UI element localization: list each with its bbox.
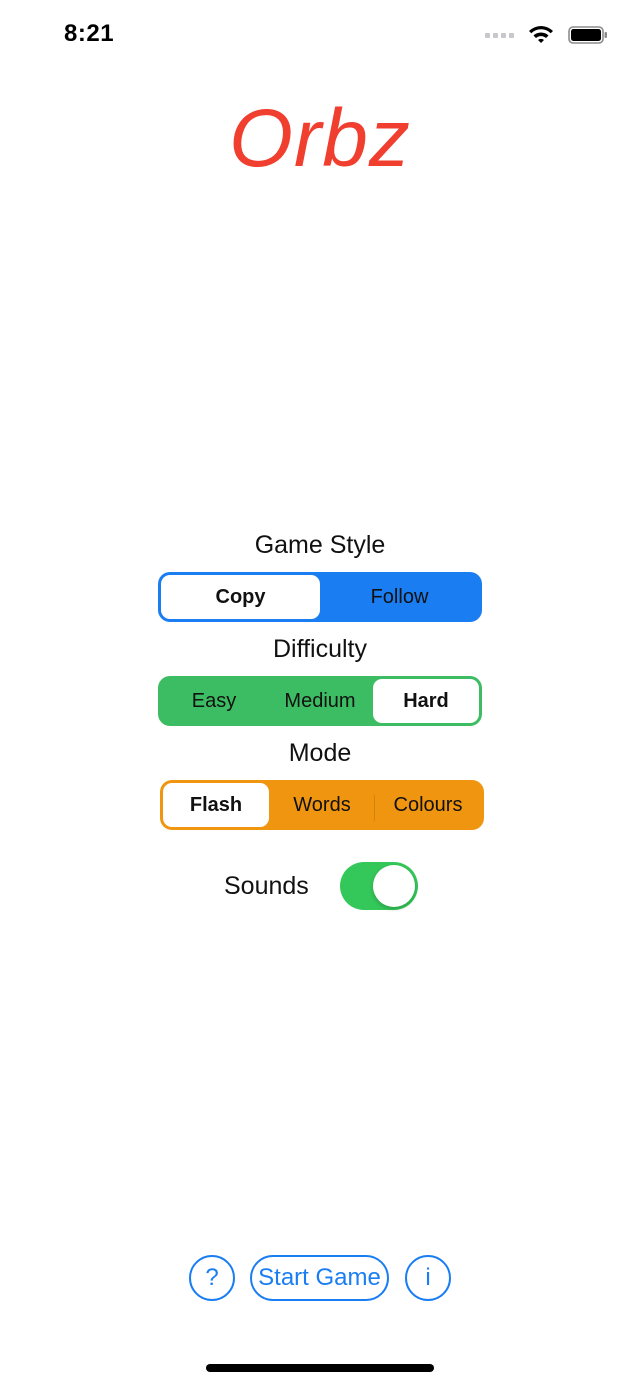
status-icons bbox=[485, 24, 608, 46]
status-time: 8:21 bbox=[64, 20, 115, 47]
segment-hard[interactable]: Hard bbox=[373, 679, 479, 723]
start-game-button[interactable]: Start Game bbox=[250, 1255, 389, 1301]
segment-colours[interactable]: Colours bbox=[393, 793, 463, 816]
game-style-label: Game Style bbox=[254, 531, 386, 559]
app-title: Orbz bbox=[229, 93, 411, 184]
difficulty-segmented-control[interactable]: Easy Medium Hard bbox=[158, 676, 482, 726]
mode-label: Mode bbox=[288, 739, 352, 767]
cellular-signal-icon bbox=[485, 32, 514, 38]
sounds-label: Sounds bbox=[224, 872, 309, 900]
segment-divider bbox=[374, 795, 375, 821]
mode-segmented-control[interactable]: Flash Words Colours bbox=[160, 780, 484, 830]
sounds-toggle[interactable] bbox=[340, 862, 418, 910]
toggle-knob bbox=[373, 865, 415, 907]
battery-icon bbox=[568, 26, 607, 44]
wifi-icon bbox=[529, 26, 553, 43]
segment-medium[interactable]: Medium bbox=[284, 689, 356, 712]
segment-easy[interactable]: Easy bbox=[191, 689, 237, 712]
info-button[interactable]: i bbox=[405, 1255, 451, 1301]
segment-follow[interactable]: Follow bbox=[370, 585, 429, 608]
difficulty-label: Difficulty bbox=[272, 635, 367, 663]
game-style-segmented-control[interactable]: Copy Follow bbox=[158, 572, 482, 622]
segment-flash[interactable]: Flash bbox=[163, 783, 269, 827]
segment-words[interactable]: Words bbox=[269, 783, 375, 827]
help-button[interactable]: ? bbox=[189, 1255, 235, 1301]
segment-copy[interactable]: Copy bbox=[161, 575, 320, 619]
home-indicator bbox=[206, 1364, 434, 1372]
